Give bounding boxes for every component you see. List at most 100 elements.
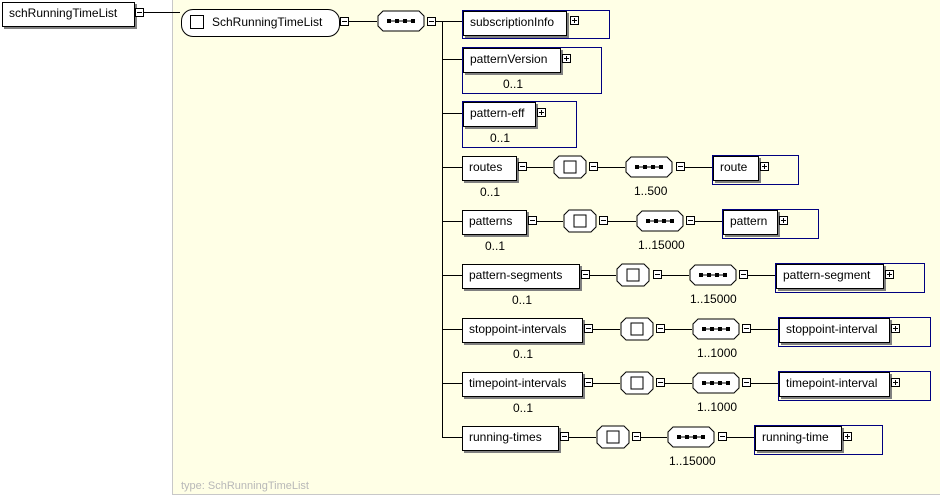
complex-type-node-icon[interactable]	[553, 155, 587, 179]
child-element-pattern-segments[interactable]: pattern-segments	[462, 264, 580, 289]
sequence-compositor-icon[interactable]	[636, 210, 684, 232]
expand-icon[interactable]	[843, 432, 852, 441]
sequence-compositor-icon[interactable]	[692, 372, 740, 394]
connector	[436, 21, 442, 22]
child-group-pattern-eff	[462, 101, 577, 148]
child-element-label: route	[720, 160, 748, 174]
child-element-pattern-segment[interactable]: pattern-segment	[776, 264, 884, 289]
child-element-timepoint-interval[interactable]: timepoint-interval	[779, 372, 890, 397]
child-element-pattern-eff[interactable]: pattern-eff	[463, 102, 536, 127]
child-element-routes[interactable]: routes	[462, 156, 517, 181]
child-element-patterns[interactable]: patterns	[462, 210, 527, 235]
child-group-subscriptionInfo	[462, 10, 610, 39]
collapse-icon[interactable]	[584, 378, 593, 387]
sequence-cardinality-label: 1..1000	[697, 346, 738, 360]
connector	[537, 221, 563, 222]
expand-icon[interactable]	[562, 54, 571, 63]
collapse-icon[interactable]	[742, 378, 751, 387]
expand-icon[interactable]	[891, 324, 900, 333]
collapse-icon[interactable]	[656, 324, 665, 333]
collapse-icon[interactable]	[742, 324, 751, 333]
expand-icon[interactable]	[537, 108, 546, 117]
collapse-icon[interactable]	[584, 324, 593, 333]
collapse-icon[interactable]	[581, 270, 590, 279]
connector	[442, 113, 462, 114]
collapse-icon[interactable]	[518, 162, 527, 171]
child-element-label: stoppoint-intervals	[469, 322, 567, 336]
expand-icon[interactable]	[891, 378, 900, 387]
sequence-compositor-icon[interactable]	[377, 10, 425, 32]
connector	[695, 221, 722, 222]
connector	[748, 275, 775, 276]
collapse-icon[interactable]	[718, 432, 727, 441]
connector	[641, 437, 667, 438]
child-element-label: routes	[469, 160, 503, 174]
complex-type-icon	[190, 15, 204, 29]
collapse-icon[interactable]	[653, 270, 662, 279]
connector	[590, 275, 616, 276]
complex-type-node-icon[interactable]	[563, 209, 597, 233]
complex-type-label: SchRunningTimeList	[212, 15, 323, 29]
collapse-icon[interactable]	[589, 162, 598, 171]
sequence-compositor-icon[interactable]	[625, 156, 673, 178]
child-element-stoppoint-interval[interactable]: stoppoint-interval	[779, 318, 890, 343]
child-element-label: patterns	[469, 214, 513, 228]
root-element[interactable]: schRunningTimeList	[2, 2, 135, 27]
child-element-subscriptionInfo[interactable]: subscriptionInfo	[463, 11, 567, 36]
collapse-icon[interactable]	[686, 216, 695, 225]
child-element-stoppoint-intervals[interactable]: stoppoint-intervals	[462, 318, 583, 343]
connector	[442, 167, 462, 168]
cardinality-label: 0..1	[490, 131, 511, 145]
complex-type-collapse-icon[interactable]	[340, 17, 349, 26]
child-element-timepoint-intervals[interactable]: timepoint-intervals	[462, 372, 583, 397]
cardinality-label: 0..1	[480, 185, 501, 199]
cardinality-label: 0..1	[513, 401, 534, 415]
child-element-label: subscriptionInfo	[470, 15, 555, 29]
connector	[442, 275, 462, 276]
complex-type-node-icon[interactable]	[620, 371, 654, 395]
child-element-running-time[interactable]: running-time	[755, 426, 842, 451]
child-element-label: timepoint-intervals	[469, 376, 567, 390]
child-element-label: pattern-segment	[783, 268, 871, 282]
connector	[665, 329, 692, 330]
expand-icon[interactable]	[885, 270, 894, 279]
collapse-icon[interactable]	[560, 432, 569, 441]
complex-type-node-icon[interactable]	[616, 263, 650, 287]
expand-icon[interactable]	[570, 16, 579, 25]
child-group-route	[712, 155, 799, 185]
connector	[593, 383, 620, 384]
complex-type-node-icon[interactable]	[596, 425, 630, 449]
connector	[598, 167, 625, 168]
sequence-compositor-icon[interactable]	[692, 318, 740, 340]
child-group-stoppoint-interval	[778, 317, 931, 347]
collapse-icon[interactable]	[739, 270, 748, 279]
child-group-pattern-segment	[775, 263, 925, 293]
sequence-collapse-icon[interactable]	[427, 17, 436, 26]
complex-type-node[interactable]: SchRunningTimeList	[181, 9, 340, 37]
child-element-route[interactable]: route	[713, 156, 759, 181]
complex-type-node-icon[interactable]	[620, 317, 654, 341]
child-element-running-times[interactable]: running-times	[462, 426, 559, 451]
sequence-compositor-icon[interactable]	[689, 264, 737, 286]
root-collapse-icon[interactable]	[135, 8, 144, 17]
expand-icon[interactable]	[760, 162, 769, 171]
collapse-icon[interactable]	[656, 378, 665, 387]
child-element-patternVersion[interactable]: patternVersion	[463, 48, 561, 73]
connector	[569, 437, 596, 438]
connector	[144, 12, 180, 13]
collapse-icon[interactable]	[632, 432, 641, 441]
expand-icon[interactable]	[779, 216, 788, 225]
collapse-icon[interactable]	[528, 216, 537, 225]
sequence-compositor-icon[interactable]	[667, 426, 715, 448]
child-element-label: running-time	[762, 430, 829, 444]
sequence-cardinality-label: 1..500	[634, 184, 668, 198]
connector	[349, 21, 377, 22]
child-element-pattern[interactable]: pattern	[723, 210, 778, 235]
connector	[751, 383, 778, 384]
child-element-label: stoppoint-interval	[786, 322, 878, 336]
collapse-icon[interactable]	[676, 162, 685, 171]
collapse-icon[interactable]	[599, 216, 608, 225]
connector	[593, 329, 620, 330]
child-group-patternVersion	[462, 47, 602, 94]
child-element-label: pattern-eff	[470, 106, 525, 120]
